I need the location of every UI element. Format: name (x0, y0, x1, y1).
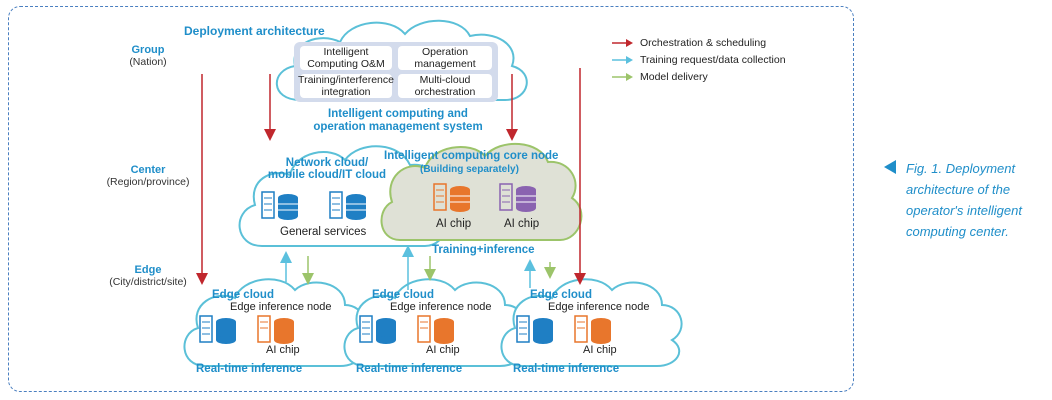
legend-model-delivery: Model delivery (612, 71, 708, 83)
real-time-inference-label: Real-time inference (196, 363, 303, 375)
edge-cloud-title: Edge cloud (530, 289, 592, 301)
caption-pointer-icon (884, 160, 896, 174)
legend-orchestration: Orchestration & scheduling (612, 37, 766, 49)
general-services-label: General services (280, 226, 367, 238)
ai-chip-icon (417, 315, 454, 344)
tier-name: Edge (134, 264, 162, 276)
tier-group: Group (Nation) (120, 44, 176, 68)
tier-edge: Edge (City/district/site) (100, 264, 196, 288)
ai-chip-icon (433, 183, 470, 212)
server-icon (261, 191, 298, 220)
server-icon (199, 315, 236, 344)
core-node-subtitle: (Building separately) (420, 164, 519, 175)
mgmt-box-1 (300, 46, 392, 70)
legend-label: Model delivery (640, 71, 708, 83)
real-time-inference-label: Real-time inference (356, 363, 463, 375)
training-inference-label: Training+inference (432, 244, 535, 256)
server-icon (516, 315, 553, 344)
edge-ai-chip-label: AI chip (266, 344, 300, 356)
mgmt-box-label: Operation management (414, 46, 476, 70)
tier-sub: (City/district/site) (109, 276, 187, 288)
diagram-frame (8, 6, 854, 392)
tier-sub: (Region/province) (106, 176, 190, 188)
ai-chip-label: AI chip (504, 218, 540, 230)
mgmt-box-2 (398, 46, 492, 70)
legend-label: Training request/data collection (640, 54, 786, 66)
diagram-title: Deployment architecture (184, 24, 325, 38)
mgmt-label-line1: Intelligent computing and (328, 108, 468, 120)
core-node-cloud (380, 142, 583, 241)
edge-cloud-title: Edge cloud (212, 289, 274, 301)
tier-name: Center (130, 164, 166, 176)
deployment-diagram (183, 19, 683, 367)
tier-name: Group (131, 44, 165, 56)
network-cloud-title-line2: mobile cloud/IT cloud (267, 169, 387, 181)
mgmt-label-line2: operation management system (313, 121, 483, 133)
edge-ai-chip-label: AI chip (583, 344, 617, 356)
ai-chip-icon (257, 315, 294, 344)
real-time-inference-label: Real-time inference (513, 363, 620, 375)
tier-sub: (Nation) (129, 56, 167, 68)
mgmt-box-4 (398, 74, 492, 98)
server-icon (359, 315, 396, 344)
ai-chip-label: AI chip (436, 218, 472, 230)
network-cloud-title-line1: Network cloud/ (285, 157, 369, 169)
green-arrow-icon (612, 73, 633, 81)
mgmt-box-label: Training/interference integration (298, 74, 394, 98)
mgmt-box-label: Intelligent Computing O&M (307, 46, 385, 70)
tier-center: Center (Region/province) (100, 164, 196, 188)
core-node-title: Intelligent computing core node (384, 150, 559, 162)
server-icon (329, 191, 366, 220)
ai-chip-icon (574, 315, 611, 344)
edge-node-label: Edge inference node (390, 301, 492, 313)
cyan-arrow-icon (612, 56, 633, 64)
figure-caption: Fig. 1. Deployment architecture of the o… (906, 161, 1022, 239)
mgmt-box-label: Multi-cloud orchestration (414, 74, 476, 98)
red-arrow-icon (612, 39, 633, 47)
edge-node-label: Edge inference node (548, 301, 650, 313)
mgmt-box-3 (300, 74, 392, 98)
ai-chip-icon (499, 183, 536, 212)
legend-data-collection: Training request/data collection (612, 54, 786, 66)
edge-cloud-title: Edge cloud (372, 289, 434, 301)
legend-label: Orchestration & scheduling (640, 37, 767, 49)
edge-node-label: Edge inference node (230, 301, 332, 313)
edge-ai-chip-label: AI chip (426, 344, 460, 356)
